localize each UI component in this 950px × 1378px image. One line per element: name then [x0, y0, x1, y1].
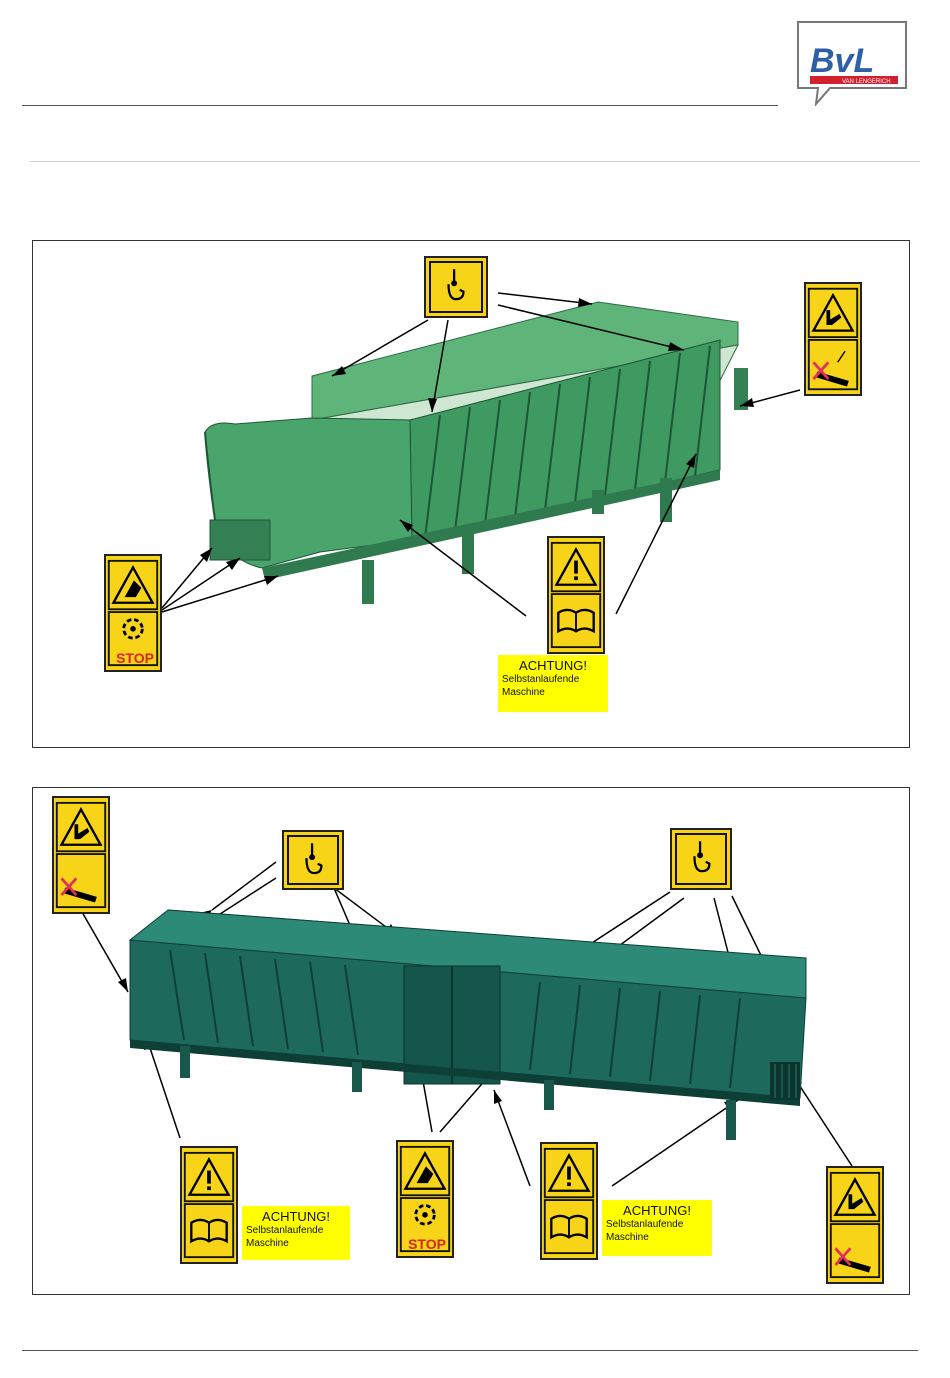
figure-bottom: [32, 787, 910, 1295]
notice-line1: Selbstanlaufende: [242, 1224, 350, 1237]
book-icon: [558, 610, 593, 631]
read-manual-sign-top: [547, 536, 605, 654]
notice-line1: Selbstanlaufende: [498, 673, 608, 686]
notice-line2: Maschine: [242, 1237, 350, 1250]
lifting-point-sign-top: [424, 256, 488, 318]
read-manual-sign-bottom-left: [180, 1146, 238, 1264]
notice-line2: Maschine: [498, 686, 608, 699]
auto-start-notice-bottom-left: ACHTUNG! Selbstanlaufende Maschine: [242, 1206, 350, 1260]
cutting-stop-sign-top: STOP: [104, 554, 162, 672]
hook-icon: [284, 832, 342, 888]
cutting-stop-sign-bottom: STOP: [396, 1140, 454, 1258]
stop-label-top: STOP: [106, 650, 164, 666]
mixer-top-illustration: [205, 302, 748, 604]
hook-icon: [426, 258, 486, 316]
notice-line1: Selbstanlaufende: [602, 1218, 712, 1231]
notice-title: ACHTUNG!: [242, 1209, 350, 1224]
crush-hazard-sign-top: [804, 282, 862, 396]
hook-icon: [672, 830, 730, 888]
crush-hazard-sign-bottom-right: [826, 1166, 884, 1284]
stop-label-bottom: STOP: [398, 1236, 456, 1252]
notice-title: ACHTUNG!: [498, 658, 608, 673]
auto-start-notice-top: ACHTUNG! Selbstanlaufende Maschine: [498, 655, 608, 712]
notice-title: ACHTUNG!: [602, 1203, 712, 1218]
lifting-point-sign-bottom-left: [282, 830, 344, 890]
no-step-icon: [813, 351, 848, 386]
auto-start-notice-bottom-right: ACHTUNG! Selbstanlaufende Maschine: [602, 1200, 712, 1256]
crush-hazard-sign-bottom-left: [52, 796, 110, 914]
read-manual-sign-bottom-right: [540, 1142, 598, 1260]
notice-line2: Maschine: [602, 1231, 712, 1244]
lifting-point-sign-bottom-right: [670, 828, 732, 890]
